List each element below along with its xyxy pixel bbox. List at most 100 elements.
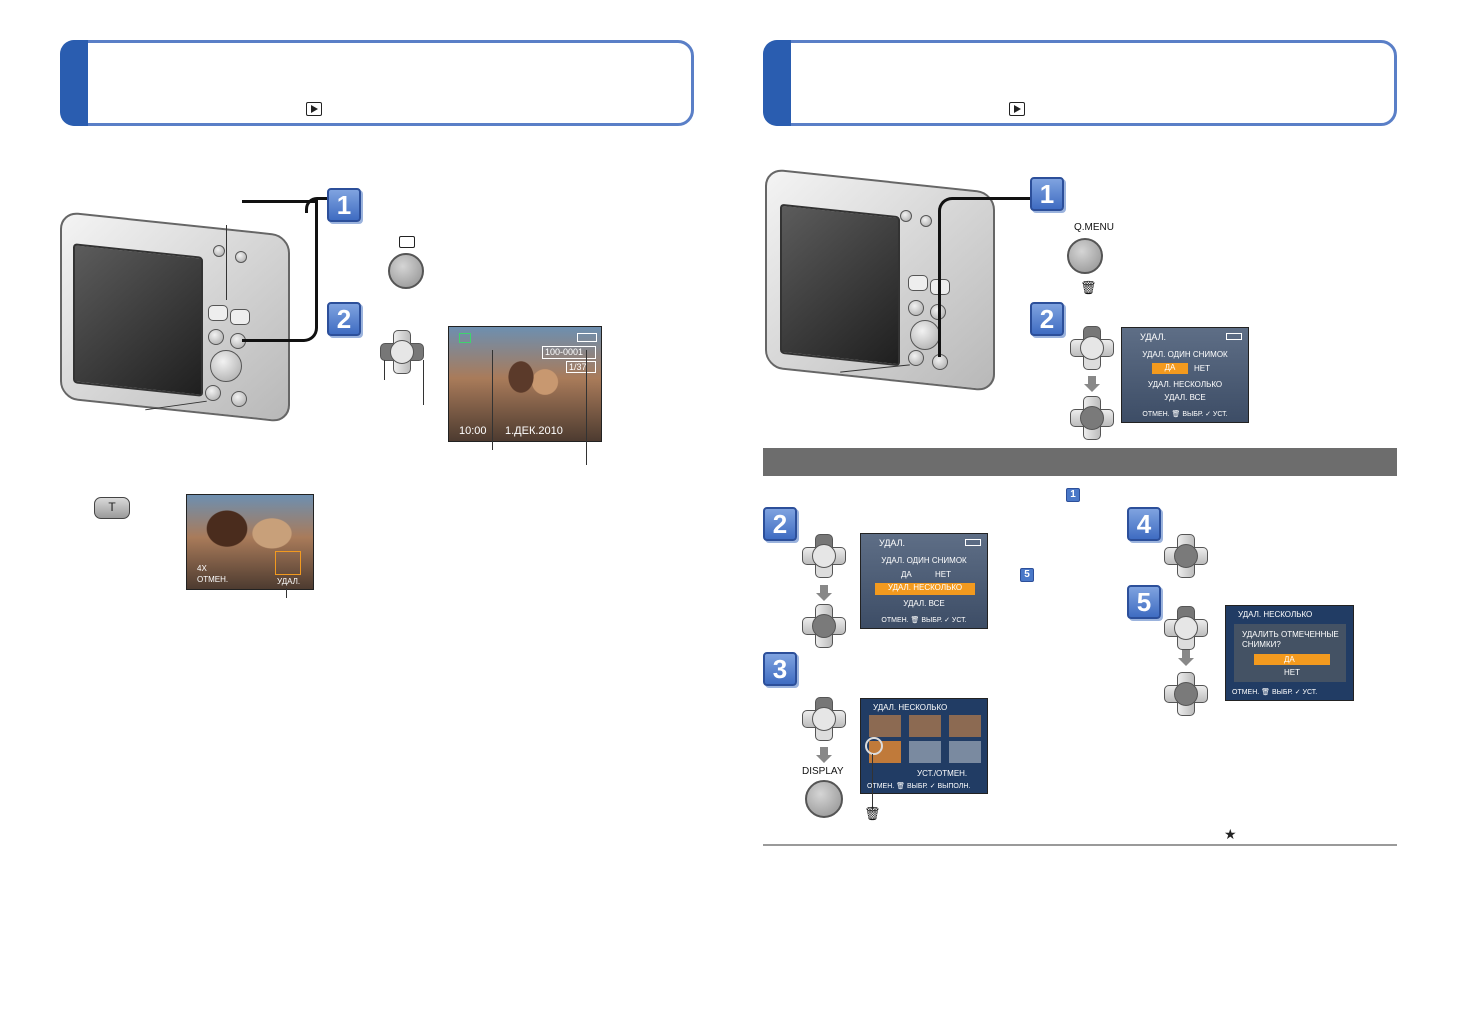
ref-step-1: 1 bbox=[1066, 488, 1080, 502]
camera-dpad bbox=[210, 350, 242, 382]
battery-icon-right bbox=[1226, 333, 1242, 340]
playback-mode-icon bbox=[459, 333, 471, 343]
playback-icon bbox=[306, 102, 322, 116]
sub5-cross-key[interactable] bbox=[1164, 606, 1208, 650]
left-section-header bbox=[60, 40, 694, 126]
multi-single-option: УДАЛ. ОДИН СНИМОК bbox=[881, 556, 967, 565]
trash-icon: 🗑 bbox=[1080, 280, 1097, 295]
multi-all-option: УДАЛ. ВСЕ bbox=[903, 599, 945, 608]
header-tab bbox=[60, 40, 88, 126]
dpad-callout-right bbox=[423, 360, 424, 405]
confirm-question-1: УДАЛИТЬ ОТМЕЧЕННЫЕ bbox=[1242, 630, 1339, 639]
camera-top-button-2 bbox=[235, 251, 247, 263]
confirm-yes: ДА bbox=[1284, 655, 1295, 664]
no-option: НЕТ bbox=[1194, 364, 1210, 373]
set-cancel-label: УСТ./ОТМЕН. bbox=[917, 769, 968, 778]
zoom-level: 4X bbox=[197, 564, 207, 573]
right-step-2-badge: 2 bbox=[1030, 302, 1064, 336]
camera-delete-button bbox=[205, 385, 221, 401]
confirm-question-2: СНИМКИ? bbox=[1242, 640, 1281, 649]
playback-icon-small bbox=[399, 236, 415, 248]
camera-button-right-top bbox=[230, 309, 250, 325]
sub4-cross-key[interactable] bbox=[1164, 534, 1208, 578]
camera-callout-line bbox=[226, 225, 227, 300]
camera-lcd bbox=[73, 243, 203, 397]
bottom-rule bbox=[763, 844, 1397, 846]
camera-top-btn-r1 bbox=[900, 210, 912, 222]
thumb-callout bbox=[872, 754, 873, 809]
sub-step-3-badge: 3 bbox=[763, 652, 797, 686]
display-button[interactable] bbox=[805, 780, 843, 818]
thumb-selection-ring bbox=[865, 737, 883, 755]
confirm-yes-selected bbox=[1254, 654, 1330, 665]
thumb-2 bbox=[909, 715, 941, 737]
delete-menu-title: УДАЛ. bbox=[1140, 332, 1167, 342]
qmenu-label: Q.MENU bbox=[1074, 222, 1114, 233]
camera-illustration-right bbox=[760, 167, 1000, 395]
cross-key-up-down[interactable] bbox=[1070, 326, 1114, 370]
delete-all-option: УДАЛ. ВСЕ bbox=[1164, 393, 1206, 402]
record-date: 1.ДЕК.2010 bbox=[505, 425, 563, 437]
sub-cross-key-set[interactable] bbox=[802, 604, 846, 648]
camera-btn-r1 bbox=[908, 275, 928, 291]
playback-icon-right bbox=[1009, 102, 1025, 116]
dpad-callout-left bbox=[384, 360, 385, 380]
camera-lcd-right bbox=[780, 203, 900, 367]
sub-step-5-badge: 5 bbox=[1127, 585, 1161, 619]
zoom-photo-subjects bbox=[197, 495, 297, 589]
delete-multi-option: УДАЛ. НЕСКОЛЬКО bbox=[1147, 380, 1223, 389]
record-time: 10:00 bbox=[459, 425, 487, 437]
zoom-delete: УДАЛ. bbox=[277, 577, 301, 586]
ref-step-5: 5 bbox=[1020, 568, 1034, 582]
playback-button[interactable] bbox=[388, 253, 424, 289]
delete-mark-icon: 🗑 bbox=[864, 806, 881, 821]
star-note: ★ bbox=[1224, 826, 1237, 842]
confirm-screen: УДАЛ. НЕСКОЛЬКО УДАЛИТЬ ОТМЕЧЕННЫЕ СНИМК… bbox=[1225, 605, 1354, 701]
multi-yes: ДА bbox=[901, 570, 912, 579]
cross-key-set[interactable] bbox=[1070, 396, 1114, 440]
camera-dpad-right bbox=[910, 320, 940, 350]
multi-menu-footer: ОТМЕН. 🗑 ВЫБР. ✓ УСТ. bbox=[881, 617, 967, 624]
screen-callout-2 bbox=[586, 350, 587, 465]
delete-single-option: УДАЛ. ОДИН СНИМОК bbox=[1142, 350, 1228, 359]
zoom-t-button[interactable]: T bbox=[94, 497, 130, 519]
confirm-footer: ОТМЕН. 🗑 ВЫБР. ✓ УСТ. bbox=[1232, 689, 1318, 696]
multi-select-footer: ОТМЕН. 🗑 ВЫБР. ✓ ВЫПОЛН. bbox=[867, 783, 971, 790]
right-step-1-badge: 1 bbox=[1030, 177, 1064, 211]
step-1-badge: 1 bbox=[327, 188, 361, 222]
zoom-cancel: ОТМЕН. bbox=[197, 575, 229, 584]
camera-playback-button bbox=[208, 329, 224, 345]
qmenu-delete-button[interactable] bbox=[1067, 238, 1103, 274]
battery-icon bbox=[577, 333, 597, 342]
multi-menu-title: УДАЛ. bbox=[879, 538, 906, 548]
camera-button-left-top bbox=[208, 305, 228, 321]
camera-btn-r5 bbox=[908, 350, 924, 366]
confirm-title: УДАЛ. НЕСКОЛЬКО bbox=[1238, 610, 1313, 619]
multi-select-title: УДАЛ. НЕСКОЛЬКО bbox=[873, 703, 948, 712]
photo-subjects bbox=[489, 337, 569, 437]
yes-option-selected: ДА bbox=[1152, 363, 1188, 374]
zoom-callout bbox=[286, 588, 287, 598]
right-section-header bbox=[763, 40, 1397, 126]
image-count: 1/37 bbox=[569, 362, 587, 372]
thumb-1 bbox=[869, 715, 901, 737]
delete-menu-screen: УДАЛ. УДАЛ. ОДИН СНИМОК ДА НЕТ УДАЛ. НЕС… bbox=[1121, 327, 1249, 423]
sub3-cross-key[interactable] bbox=[802, 697, 846, 741]
connector-top bbox=[305, 197, 329, 213]
playback-screen: 100-0001 1/37 10:00 1.ДЕК.2010 bbox=[448, 326, 602, 442]
sub5-down-arrow bbox=[1178, 650, 1194, 666]
sub-step-4-badge: 4 bbox=[1127, 507, 1161, 541]
camera-top-btn-r2 bbox=[920, 215, 932, 227]
sub-cross-key-up-down[interactable] bbox=[802, 534, 846, 578]
multi-no: НЕТ bbox=[935, 570, 951, 579]
zoom-area-box bbox=[275, 551, 301, 575]
multi-option-selected: УДАЛ. НЕСКОЛЬКО bbox=[875, 583, 975, 595]
sub5-cross-key-set[interactable] bbox=[1164, 672, 1208, 716]
confirm-dialog bbox=[1234, 624, 1346, 682]
cross-key-left-right[interactable] bbox=[380, 330, 424, 374]
connector-line-right bbox=[938, 197, 1032, 357]
delete-menu-footer: ОТМЕН. 🗑 ВЫБР. ✓ УСТ. bbox=[1142, 411, 1228, 418]
confirm-no: НЕТ bbox=[1284, 668, 1300, 677]
screen-callout-1 bbox=[492, 350, 493, 450]
battery-icon-sub bbox=[965, 539, 981, 546]
